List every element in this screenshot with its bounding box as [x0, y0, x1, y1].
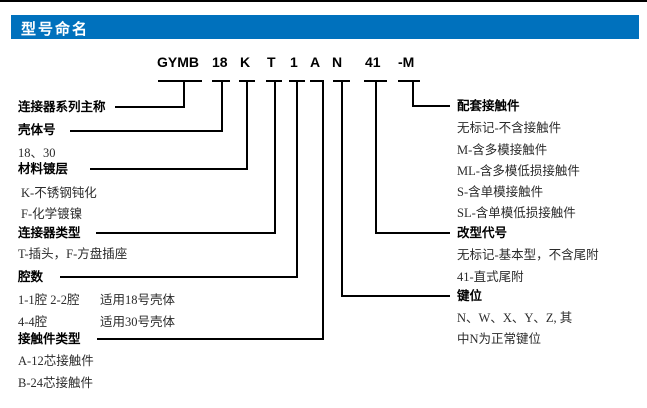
text-cavity-row2-note: 适用30号壳体 — [100, 315, 176, 329]
text-mod-none: 无标记-基本型，不含尾附 — [457, 248, 599, 262]
connector-tick-contact — [310, 80, 324, 82]
label-contact-type: 接触件类型 — [18, 332, 81, 346]
label-series-name: 连接器系列主称 — [18, 100, 106, 114]
connector-hline-contact — [97, 338, 324, 340]
pn-segment-cavity: 1 — [290, 54, 298, 70]
pn-segment-mod: 41 — [365, 54, 381, 70]
pn-segment-mating: -M — [398, 54, 415, 70]
label-mating-contacts: 配套接触件 — [457, 99, 520, 113]
text-cavity-row2-codes: 4-4腔 — [18, 315, 48, 329]
text-cavity-row1-note: 适用18号壳体 — [100, 293, 176, 307]
text-mod-41: 41-直式尾附 — [457, 270, 524, 284]
pn-segment-plating: K — [240, 54, 251, 70]
text-cavity-row1-codes: 1-1腔 2-2腔 — [18, 293, 80, 307]
text-shell-values: 18、30 — [18, 146, 56, 160]
connector-hline-key — [341, 295, 450, 297]
connector-hline-series — [115, 106, 185, 108]
connector-hline-shell — [70, 130, 223, 132]
connector-hline-mating — [412, 105, 450, 107]
pn-segment-shell: 18 — [212, 54, 228, 70]
section-header-bar: 型号命名 — [11, 15, 639, 39]
connector-hline-plating — [90, 168, 248, 170]
connector-vline-contact — [322, 80, 324, 340]
connector-tick-series — [158, 80, 202, 82]
top-rule — [0, 0, 647, 2]
label-cavity-count: 腔数 — [18, 270, 44, 284]
label-plating: 材料镀层 — [18, 162, 69, 176]
pn-segment-contact: A — [310, 54, 321, 70]
connector-hline-type — [96, 232, 276, 234]
text-key-line2: 中N为正常键位 — [457, 332, 542, 346]
text-key-line1: N、W、X、Y、Z, 其 — [457, 311, 573, 325]
section-title: 型号命名 — [21, 21, 90, 38]
text-contact-a: A-12芯接触件 — [18, 354, 94, 368]
label-mod-code: 改型代号 — [457, 226, 508, 240]
connector-vline-shell — [221, 80, 223, 132]
connector-vline-mod — [375, 80, 377, 234]
text-contact-b: B-24芯接触件 — [18, 376, 94, 390]
connector-vline-type — [274, 80, 276, 234]
connector-vline-mating — [412, 80, 414, 107]
label-shell-number: 壳体号 — [18, 123, 56, 137]
connector-vline-key — [341, 80, 343, 297]
text-plating-k: K-不锈钢钝化 — [21, 186, 97, 200]
connector-vline-series — [183, 80, 185, 108]
connector-hline-cavity — [60, 276, 298, 278]
text-plating-f: F-化学镀镍 — [21, 207, 83, 221]
connector-vline-plating — [246, 80, 248, 170]
connector-tick-mating — [398, 80, 420, 82]
pn-segment-series: GYMB — [157, 54, 199, 70]
pn-segment-key: N — [332, 54, 343, 70]
connector-hline-mod — [375, 232, 450, 234]
text-mating-m: M-含多模接触件 — [457, 143, 548, 157]
label-connector-type: 连接器类型 — [18, 226, 81, 240]
text-mating-sl: SL-含单模低损接触件 — [457, 206, 576, 220]
text-mating-ml: ML-含多模低损接触件 — [457, 164, 580, 178]
text-mating-none: 无标记-不含接触件 — [457, 121, 562, 135]
text-connector-type: T-插头，F-方盘插座 — [18, 247, 128, 261]
label-key-position: 键位 — [457, 289, 483, 303]
text-mating-s: S-含单模接触件 — [457, 185, 544, 199]
pn-segment-type: T — [267, 54, 276, 70]
connector-vline-cavity — [296, 80, 298, 278]
